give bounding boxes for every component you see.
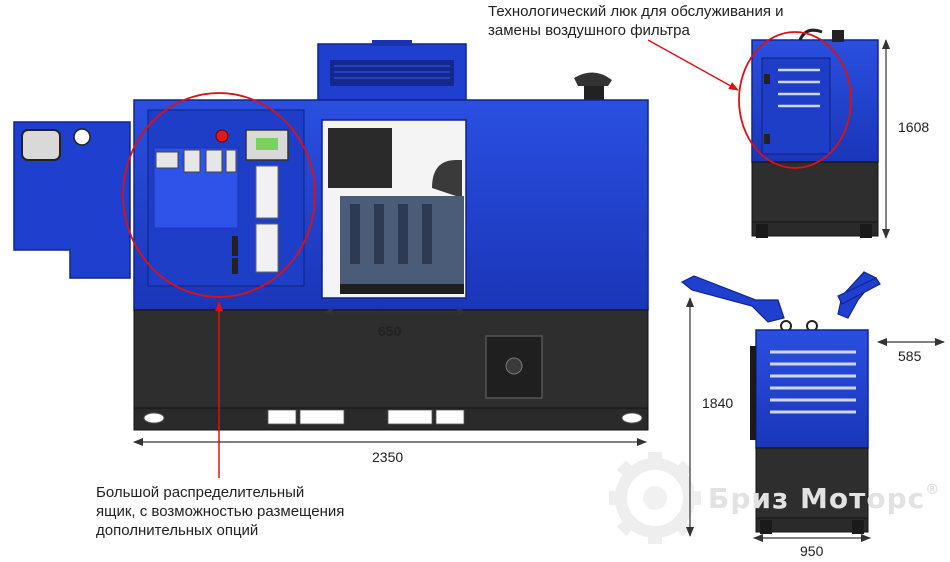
distribution-box-line-3: дополнительных опций	[96, 522, 259, 539]
distribution-box-annotation: Большой распределительный ящик, с возмож…	[96, 483, 344, 540]
watermark-gear-icon	[609, 452, 701, 544]
open-door-panel	[13, 121, 131, 279]
dim-label-side-height: 1608	[898, 119, 930, 135]
watermark-brand-text: Бриз Моторс®	[708, 482, 940, 515]
dim-label-rear-door: 585	[898, 348, 922, 364]
top-air-intake	[317, 40, 467, 101]
watermark-brand-name: Бриз Моторс	[708, 482, 926, 515]
service-hatch-callout-circle	[738, 31, 852, 169]
dim-label-rear-width: 950	[800, 543, 824, 559]
dim-label-rear-height: 1840	[702, 395, 734, 411]
distribution-box-callout-circle	[122, 92, 316, 298]
service-hatch-line-2: замены воздушного фильтра	[488, 22, 690, 39]
control-panel	[147, 109, 305, 287]
service-hatch-callout-arrow	[647, 39, 739, 91]
exhaust-pipe	[574, 72, 612, 104]
service-hatch-line-1: Технологический люк для обслуживания и	[488, 3, 784, 20]
rear-view	[680, 271, 881, 534]
distribution-box-line-2: ящик, с возможностью размещения	[96, 503, 345, 520]
engine-compartment	[321, 119, 467, 299]
front-view	[13, 40, 649, 431]
dim-label-front-length: 2350	[372, 449, 404, 465]
service-hatch-annotation: Технологический люк для обслуживания и з…	[488, 2, 784, 40]
dim-label-engine-opening: 650	[378, 323, 402, 339]
distribution-box-line-1: Большой распределительный	[96, 484, 305, 501]
watermark-registered-mark: ®	[925, 482, 941, 498]
side-view	[751, 28, 879, 238]
